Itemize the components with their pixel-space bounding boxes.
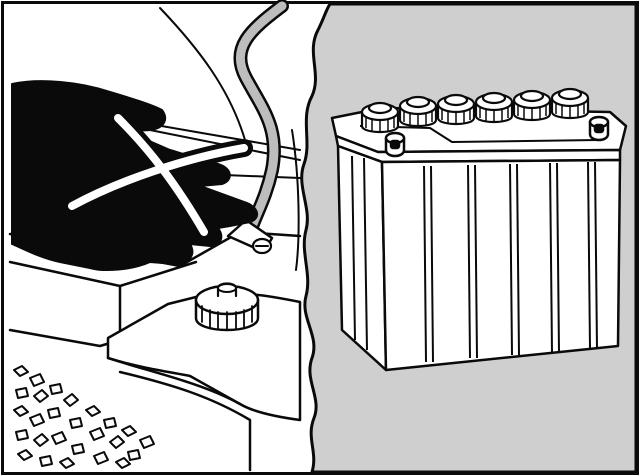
cell-cap	[512, 89, 552, 122]
bay-contour-line	[291, 129, 300, 271]
cell-cap	[360, 101, 400, 134]
battery-side-ribs	[351, 155, 368, 351]
tread-pattern	[13, 365, 155, 469]
reservoir-edge	[106, 356, 242, 406]
battery-cell-caps	[360, 87, 590, 134]
reservoir-lower	[118, 370, 252, 472]
bay-contour-line	[159, 7, 246, 141]
battery-front-face	[380, 158, 622, 372]
engine-bay-scene	[8, 0, 302, 472]
cell-cap	[436, 93, 476, 126]
reservoir-cap	[194, 282, 260, 332]
battery-terminal-left	[384, 131, 406, 158]
prohibition-x-icon	[63, 109, 253, 241]
cable-terminal-connector	[226, 218, 274, 255]
cell-cap	[474, 91, 514, 124]
battery	[330, 87, 628, 372]
battery-terminal-right	[588, 115, 610, 142]
cell-cap	[550, 87, 590, 120]
battery-ribs	[423, 161, 598, 363]
cell-cap	[398, 95, 438, 128]
battery-cable-fill	[235, 1, 287, 237]
